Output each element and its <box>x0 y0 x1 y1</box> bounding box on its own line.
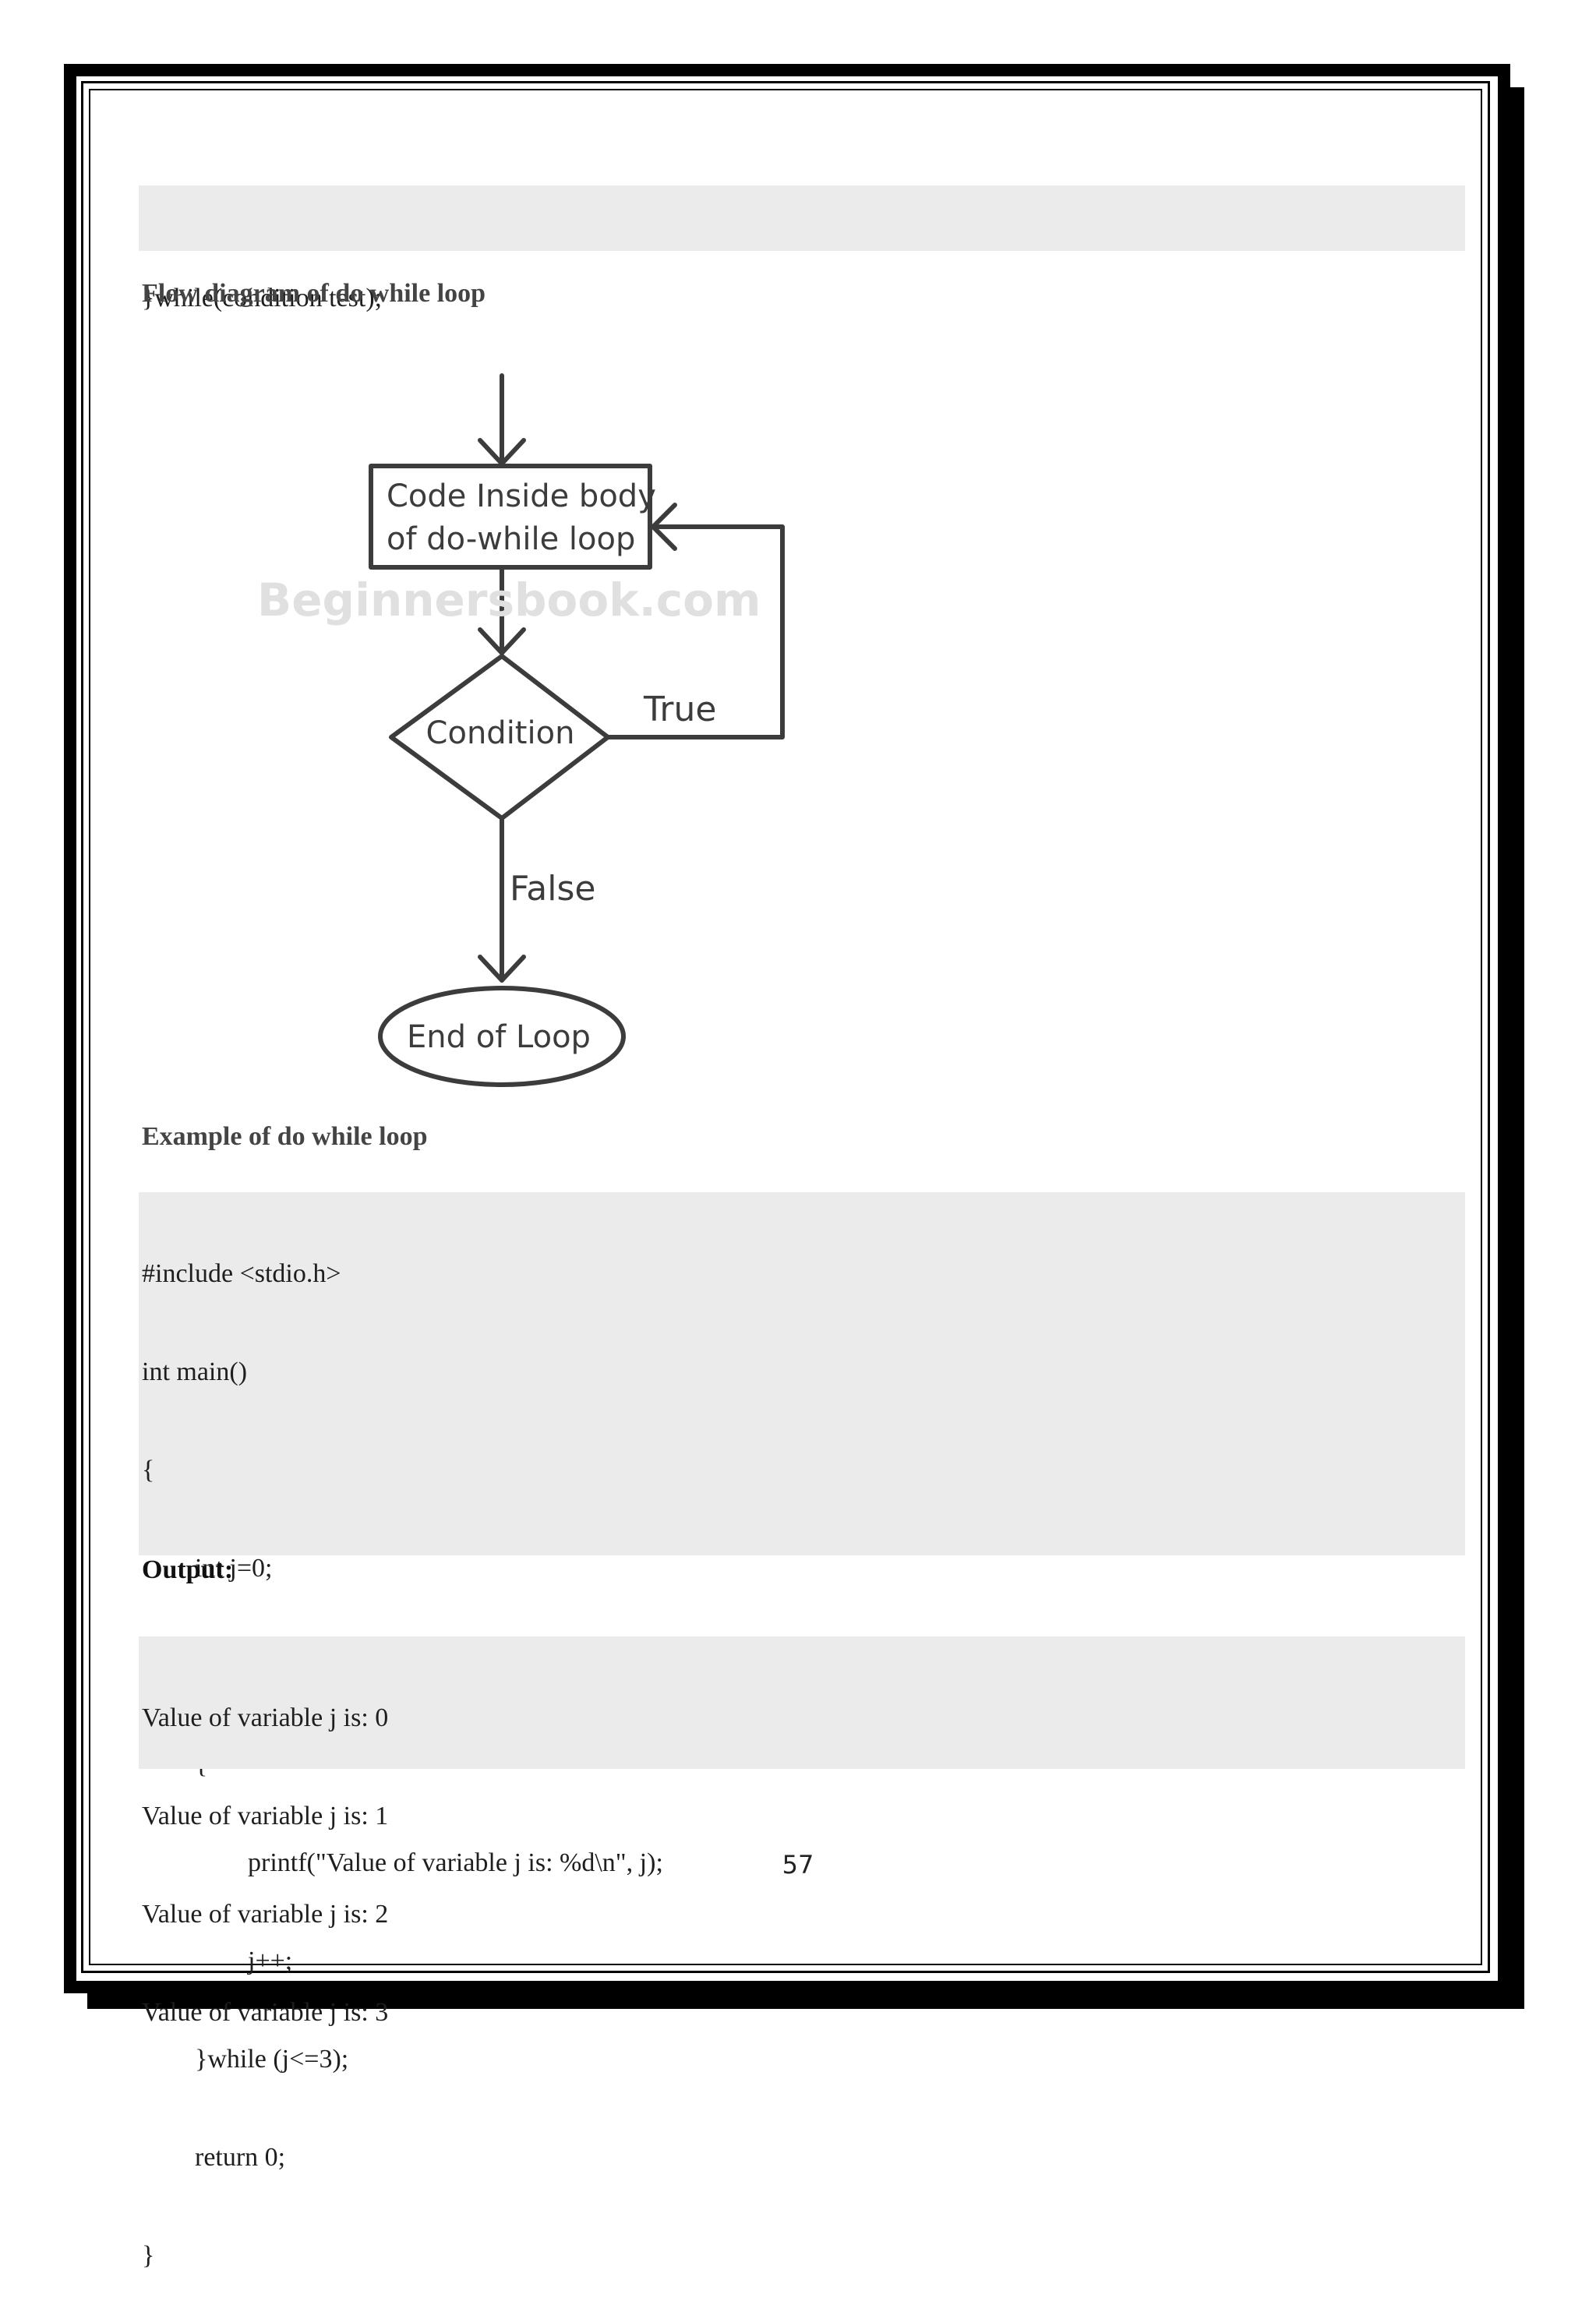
end-of-loop-label: End of Loop <box>407 1019 591 1055</box>
page-border-inner-line-2 <box>89 89 1482 1965</box>
loop-body-box <box>369 464 652 570</box>
output-line: Value of variable j is: 2 <box>142 1900 389 1929</box>
code-line: printf("Value of variable j is: %d\n", j… <box>142 1848 663 1877</box>
false-label: False <box>510 869 595 909</box>
body-label-line2: of do-while loop <box>387 521 635 557</box>
code-line: j++; <box>142 1947 293 1975</box>
code-line: #include <stdio.h> <box>142 1259 341 1288</box>
code-line: { <box>142 1456 155 1484</box>
do-while-flow-diagram: Beginnersbook.com Code Inside body of do… <box>257 373 785 1087</box>
code-line: return 0; <box>142 2143 286 2172</box>
code-line: int j=0; <box>142 1554 273 1583</box>
output-line: Value of variable j is: 1 <box>142 1802 389 1830</box>
code-line: int main() <box>142 1357 248 1386</box>
top-code-block: }while(condition test); <box>139 185 1465 312</box>
watermark-text: Beginnersbook.com <box>257 574 761 627</box>
true-label: True <box>643 690 716 729</box>
flow-diagram-heading: Flow diagram of do while loop <box>142 279 486 308</box>
example-heading: Example of do while loop <box>142 1122 428 1151</box>
output-block: Value of variable j is: 0 Value of varia… <box>139 1636 1465 2027</box>
code-line: }while(condition test); <box>142 284 383 312</box>
output-line: Value of variable j is: 3 <box>142 1998 389 2027</box>
output-heading: Output: <box>142 1555 234 1584</box>
page-number: 57 <box>782 1850 814 1880</box>
example-code-block: #include <stdio.h> int main() { int j=0;… <box>139 1192 1465 2270</box>
page-border-inner-line <box>81 81 1490 1973</box>
output-line: Value of variable j is: 0 <box>142 1703 389 1732</box>
condition-label: Condition <box>426 715 575 751</box>
body-label-line1: Code Inside body <box>387 478 656 514</box>
true-loop-arrow <box>606 524 785 740</box>
end-of-loop-ellipse <box>378 986 626 1087</box>
code-line: } <box>142 2241 155 2270</box>
